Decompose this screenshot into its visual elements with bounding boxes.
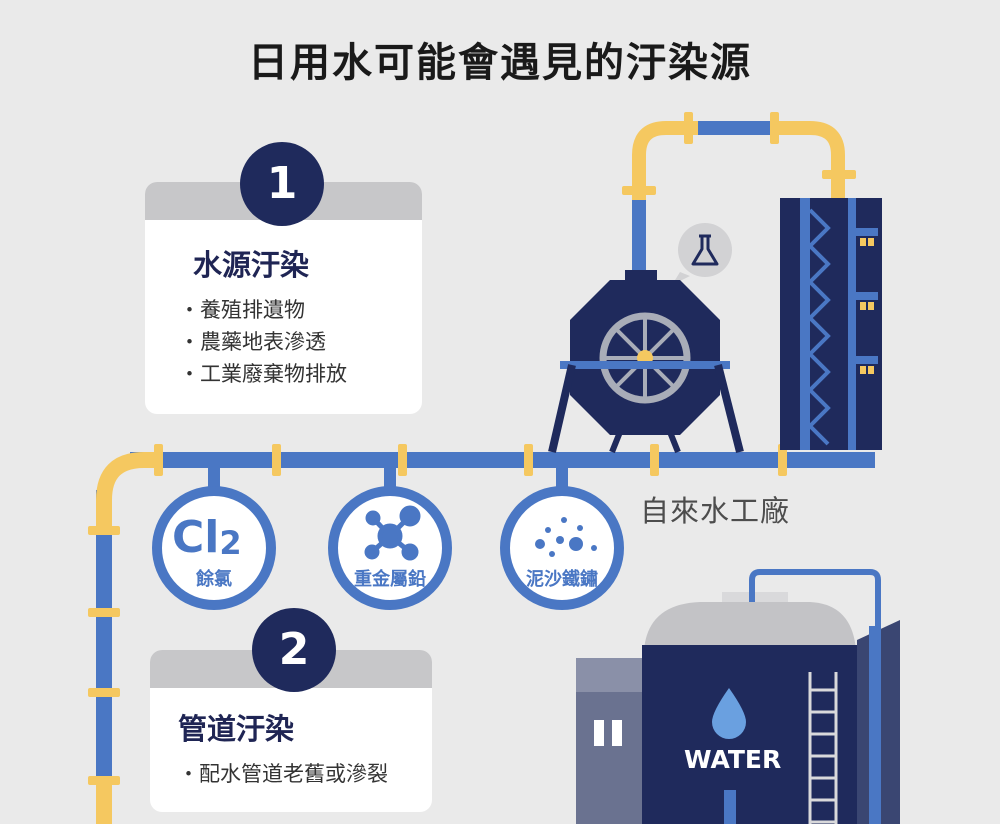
contaminant-circle-chlorine: [152, 486, 276, 610]
chlorine-symbol-text: Cl: [172, 512, 220, 563]
contaminant-label: 泥沙鐵鏽: [526, 569, 598, 590]
list-item: 配水管道老舊或滲裂: [178, 758, 432, 790]
card-heading: 管道汙染: [178, 712, 295, 746]
main-pipe-couplings: [154, 444, 787, 476]
list-item: 養殖排遺物: [179, 294, 422, 326]
plant-label: 自來水工廠: [640, 494, 791, 528]
left-pipe-yellow-bottom: [96, 780, 112, 824]
card-list: 養殖排遺物 農藥地表滲透 工業廢棄物排放: [179, 294, 422, 390]
chlorine-subscript: 2: [219, 524, 242, 562]
particles-icon: [535, 517, 597, 557]
upper-pipe-elbow-right: [776, 121, 845, 200]
card-list: 配水管道老舊或滲裂: [178, 758, 432, 790]
contaminant-label: 重金屬鉛: [354, 569, 426, 590]
left-pipe-elbow: [96, 452, 158, 530]
treatment-machine: [548, 270, 744, 454]
pump-house: [576, 658, 642, 824]
water-tank: [642, 569, 900, 824]
chlorine-symbol: Cl2: [172, 512, 242, 563]
plant-building: [780, 198, 882, 450]
water-drop-icon: [712, 688, 746, 739]
left-pipe-couplings: [88, 526, 120, 785]
list-item: 工業廢棄物排放: [179, 358, 422, 390]
tank-label: WATER: [684, 745, 782, 774]
upper-pipe-couplings: [622, 112, 856, 195]
main-pipe: [130, 452, 875, 468]
list-item: 農藥地表滲透: [179, 326, 422, 358]
card-heading: 水源汙染: [193, 248, 310, 282]
contaminant-label: 餘氯: [196, 569, 232, 590]
page-title: 日用水可能會遇見的汙染源: [248, 40, 752, 86]
upper-pipe-elbow-left: [632, 121, 700, 200]
upper-pipe-horizontal: [698, 121, 786, 135]
molecule-icon: [364, 505, 421, 561]
step-number-badge: 2: [252, 608, 336, 692]
step-number-badge: 1: [240, 142, 324, 226]
left-pipe-vertical: [96, 490, 112, 824]
contaminant-circle-sediment: [500, 486, 624, 610]
